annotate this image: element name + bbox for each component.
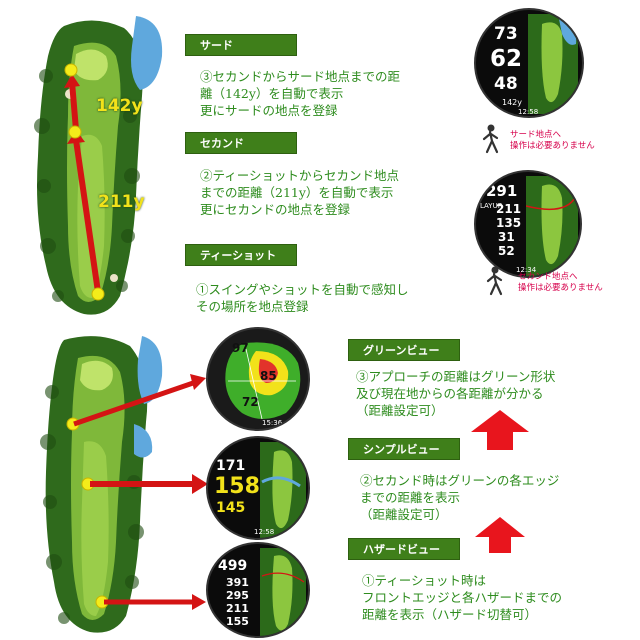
note-line: 操作は必要ありません [510, 141, 595, 151]
header-simple-view: シンプルビュー [348, 438, 460, 460]
walking-person-icon [482, 124, 499, 154]
watch-map [528, 14, 578, 114]
watch-hazard-view: 499 391 295 211 155 [206, 542, 310, 638]
watch-value-center: 85 [260, 369, 277, 383]
note-third: サード地点へ 操作は必要ありません [510, 130, 595, 152]
desc-hazard-line: フロントエッジと各ハザードまでの [362, 590, 563, 605]
desc-second-line: ②ティーショットからセカンド地点 [200, 168, 400, 183]
watch-value-center: 158 [214, 474, 260, 499]
watch-layup-label: LAYUP [480, 202, 502, 210]
note-line: 操作は必要ありません [518, 283, 603, 293]
desc-hazard-line: 距離を表示（ハザード切替可） [362, 607, 538, 622]
desc-third: ③セカンドからサード地点までの距 離（142y）を自動で表示 更にサードの地点を… [200, 68, 400, 119]
watch-value-back: 171 [216, 458, 246, 474]
up-arrow-icon [475, 517, 525, 553]
header-green-view: グリーンビュー [348, 339, 460, 361]
watch-value: 211 [226, 602, 249, 615]
watch-value-center: 62 [490, 46, 523, 72]
desc-teeshot-line: その場所を地点登録 [196, 299, 309, 314]
distance-label-142: 142y [96, 96, 143, 116]
watch-top-value: 499 [218, 558, 248, 574]
desc-third-line: ③セカンドからサード地点までの距 [200, 69, 401, 84]
desc-simple-view: ②セカンド時はグリーンの各エッジ までの距離を表示 （距離設定可） [360, 472, 559, 523]
desc-third-line: 更にサードの地点を登録 [200, 103, 338, 118]
header-third: サード [185, 34, 297, 56]
watch-value: 135 [496, 216, 522, 230]
note-second: セカンド地点へ 操作は必要ありません [518, 272, 603, 294]
watch-time: 12:58 [254, 528, 275, 536]
watch-top-value: 291 [486, 182, 518, 200]
desc-simple-line: （距離設定可） [360, 507, 448, 522]
desc-simple-line: ②セカンド時はグリーンの各エッジ [360, 473, 560, 488]
header-teeshot: ティーショット [185, 244, 297, 266]
distance-label-211: 211y [98, 192, 145, 212]
watch-footer-distance: 142y [502, 98, 523, 107]
watch-value: 391 [226, 576, 249, 589]
header-second: セカンド [185, 132, 297, 154]
watch-map [260, 442, 306, 538]
desc-green-line: （距離設定可） [356, 403, 444, 418]
watch-value: 31 [498, 230, 515, 244]
watch-third-view: 73 62 48 142y 12:58 [474, 8, 584, 118]
header-hazard-view: ハザードビュー [348, 538, 460, 560]
watch-value-back: 97 [232, 341, 249, 355]
desc-green-line: 及び現在地からの各距離が分かる [356, 386, 544, 401]
desc-second-line: 更にセカンドの地点を登録 [200, 202, 351, 217]
watch-time: 12:58 [518, 108, 539, 116]
note-line: サード地点へ [510, 130, 562, 140]
desc-second-line: までの距離（211y）を自動で表示 [200, 185, 394, 200]
watch-value: 52 [498, 244, 515, 258]
watch-map [526, 176, 578, 276]
pointer-arrows [73, 374, 208, 610]
course-map-top [34, 16, 163, 315]
desc-teeshot-line: ①スイングやショットを自動で感知し [196, 282, 409, 297]
green-shape [225, 342, 301, 420]
up-arrow-icon [471, 410, 529, 450]
desc-second: ②ティーショットからセカンド地点 までの距離（211y）を自動で表示 更にセカン… [200, 167, 399, 218]
watch-value: 295 [226, 589, 249, 602]
watch-time: 12:34 [516, 266, 537, 274]
desc-hazard-view: ①ティーショット時は フロントエッジと各ハザードまでの 距離を表示（ハザード切替… [362, 572, 562, 623]
watch-value-front: 48 [494, 74, 518, 94]
watch-simple-view: 171 158 145 12:58 [206, 436, 310, 540]
watch-time: 15:36 [262, 419, 283, 427]
desc-green-line: ③アプローチの距離はグリーン形状 [356, 369, 556, 384]
watch-value-back: 73 [494, 24, 518, 44]
watch-green-view: 97 85 72 15:36 [206, 327, 310, 431]
watch-value-front: 72 [242, 395, 259, 409]
watch-value-front: 145 [216, 500, 246, 516]
desc-third-line: 離（142y）を自動で表示 [200, 86, 344, 101]
note-line: セカンド地点へ [518, 272, 578, 282]
walking-person-icon [486, 266, 503, 296]
desc-teeshot: ①スイングやショットを自動で感知し その場所を地点登録 [196, 281, 409, 315]
desc-hazard-line: ①ティーショット時は [362, 573, 487, 588]
watch-value: 211 [496, 202, 522, 216]
desc-green-view: ③アプローチの距離はグリーン形状 及び現在地からの各距離が分かる （距離設定可） [356, 368, 555, 419]
watch-second-view: 291 LAYUP 211 135 31 52 12:34 [474, 170, 582, 278]
desc-simple-line: までの距離を表示 [360, 490, 461, 505]
watch-map [260, 548, 306, 636]
watch-value: 155 [226, 615, 249, 628]
